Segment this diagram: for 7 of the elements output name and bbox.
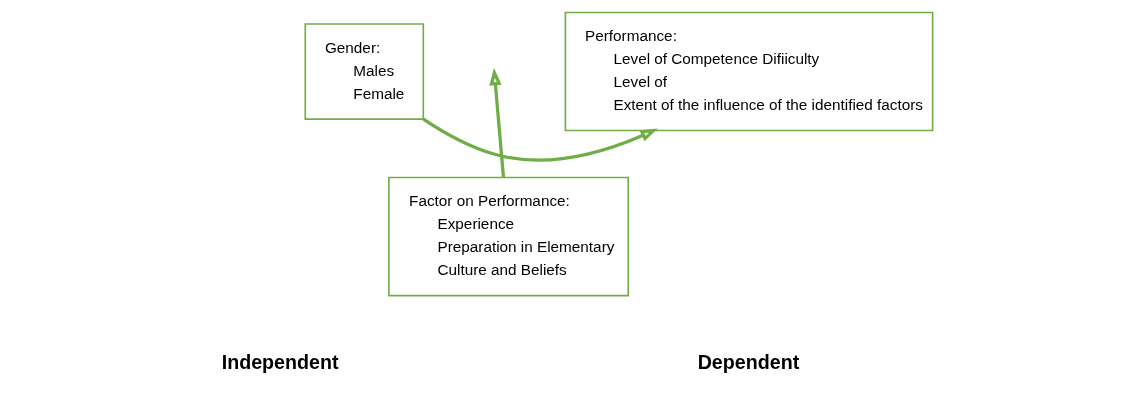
label: Independent (221, 351, 339, 374)
arrow (422, 117, 658, 162)
label: Dependent (697, 351, 800, 374)
node-box: Performance: Level of Competence Difiiculty Level of Extent of the influence of the identified factors (564, 11, 934, 132)
node-box: Gender: Males Female (304, 23, 425, 120)
arrow (489, 67, 506, 178)
node-box: Factor on Performance: Experience Preparation in Elementary Culture and Beliefs (388, 176, 630, 297)
